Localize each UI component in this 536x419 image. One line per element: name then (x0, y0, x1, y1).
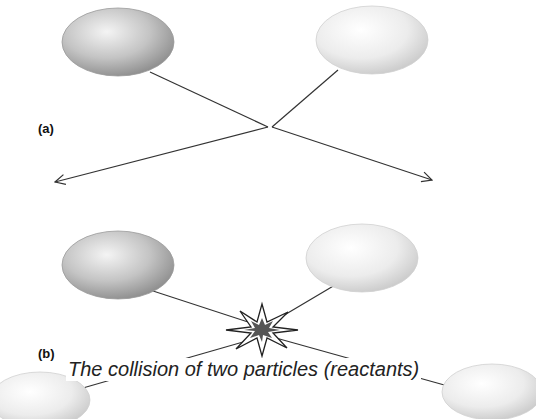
panel-label: (a) (38, 121, 54, 136)
particle (316, 6, 428, 74)
particle (62, 8, 174, 76)
path-line (272, 70, 338, 127)
path-line (150, 72, 268, 127)
panel-label: (b) (38, 346, 55, 361)
particle (442, 364, 536, 419)
caption: The collision of two particles (reactant… (66, 358, 421, 381)
collision-burst-core (244, 318, 280, 342)
particle (62, 231, 174, 299)
path-line (150, 290, 248, 322)
path-arrow (55, 127, 268, 182)
panel-a-illustration (55, 6, 432, 182)
path-arrow (272, 127, 432, 180)
panel-b-illustration (0, 224, 536, 419)
collision-burst (226, 304, 298, 356)
particle (306, 224, 418, 292)
